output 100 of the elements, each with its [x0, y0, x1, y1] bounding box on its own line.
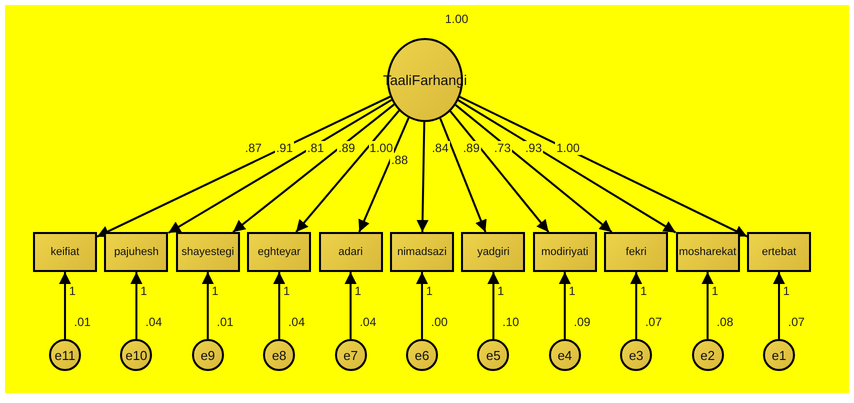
variance-label: 1.00 [445, 12, 468, 26]
variance-label: .10 [502, 315, 520, 329]
edge-label: .89 [337, 141, 356, 155]
variable-name: yadgiri [477, 246, 510, 258]
arrow [773, 272, 785, 339]
variable-name: e10 [126, 348, 148, 362]
edge-label: 1 [210, 284, 220, 298]
arrow [130, 272, 142, 339]
edge-label: 1 [496, 284, 506, 298]
observed-variable-box [247, 232, 312, 272]
edge-label: .73 [493, 141, 512, 155]
edge-label: 1 [68, 284, 77, 298]
observed-variable-box [104, 232, 168, 272]
variable-name: nimadsazi [397, 246, 447, 258]
variable-name: modiriyati [541, 246, 588, 258]
edge-label: 1 [710, 284, 720, 298]
edge-label: .89 [462, 141, 481, 155]
observed-variable-box [747, 232, 811, 272]
edge-label: 1 [425, 284, 434, 298]
arrow [273, 272, 286, 339]
arrow [168, 99, 392, 234]
error-term-circle [620, 339, 652, 371]
variance-label: .01 [216, 315, 234, 329]
observed-variable-box [532, 232, 597, 272]
variance-label: .08 [716, 315, 734, 329]
observed-variable-box [33, 232, 97, 272]
edge-label: 1 [639, 284, 648, 298]
variable-name: adari [338, 246, 363, 258]
error-term-circle [120, 339, 152, 371]
arrow [459, 96, 748, 238]
variance-label: .04 [288, 315, 305, 329]
edge-label: .93 [524, 141, 543, 155]
variance-label: .01 [74, 315, 91, 329]
arrow [487, 272, 500, 339]
variable-name: eghteyar [258, 246, 301, 258]
variance-label: .00 [431, 315, 448, 329]
variable-name: e1 [772, 348, 786, 362]
variable-name: keifiat [50, 246, 80, 258]
observed-variable-box [176, 232, 240, 272]
arrow [416, 272, 428, 339]
edge-label: 1.00 [368, 141, 394, 155]
arrow [558, 272, 571, 339]
variable-name: e2 [700, 348, 715, 362]
arrow [96, 96, 391, 238]
variance-label: .04 [360, 315, 376, 329]
variable-name: fekri [626, 246, 647, 258]
error-term-circle [477, 339, 510, 371]
error-term-circle [334, 339, 367, 371]
error-term-circle [548, 339, 581, 371]
variance-label: .09 [574, 315, 590, 329]
variable-name: e4 [558, 348, 572, 362]
arrow [295, 110, 400, 233]
edge-label: .84 [430, 141, 450, 155]
edge-label: .91 [275, 141, 294, 155]
arrow [358, 118, 410, 232]
observed-variable-box [318, 232, 383, 272]
edge-label: .81 [306, 141, 325, 155]
variable-name: shayestegi [182, 246, 234, 258]
variable-name: ertebat [762, 246, 796, 258]
variance-label: .07 [645, 315, 662, 329]
variance-label: .07 [788, 315, 805, 329]
observed-variable-box [676, 232, 740, 272]
arrow [59, 272, 71, 339]
variable-name: e8 [272, 348, 286, 362]
arrow [344, 272, 357, 339]
arrow [416, 122, 429, 232]
variable-name: e9 [200, 348, 216, 362]
arrow [458, 99, 676, 234]
error-term-circle [692, 339, 724, 371]
variable-name: e3 [628, 348, 644, 362]
variable-name: mosharekat [678, 246, 736, 258]
edge-label: 1 [354, 284, 362, 298]
error-term-circle [406, 339, 438, 371]
edge-label: .87 [244, 141, 263, 155]
variable-name: e6 [414, 348, 430, 362]
edge-label: .88 [390, 153, 409, 167]
error-term-circle [763, 339, 795, 371]
observed-variable-box [390, 232, 454, 272]
arrow [702, 272, 714, 339]
arrow [439, 118, 487, 232]
error-term-circle [49, 339, 81, 371]
arrow [202, 272, 214, 339]
variable-name: e7 [343, 348, 358, 362]
error-term-circle [192, 339, 224, 371]
edge-label: 1 [282, 284, 291, 298]
arrow [232, 104, 395, 233]
arrow [454, 104, 612, 233]
variance-label: .04 [145, 315, 162, 329]
observed-variable-box [604, 232, 668, 272]
variable-name: pajuhesh [114, 246, 159, 258]
arrow [630, 272, 642, 339]
variable-name: e11 [54, 348, 76, 362]
edge-label: 1.00 [555, 141, 581, 155]
variable-name: e5 [486, 348, 501, 362]
edge-label: 1 [139, 284, 148, 298]
arrow [450, 110, 550, 233]
observed-variable-box [461, 232, 526, 272]
error-term-circle [263, 339, 296, 371]
edge-label: 1 [782, 284, 791, 298]
edge-label: 1 [568, 284, 576, 298]
